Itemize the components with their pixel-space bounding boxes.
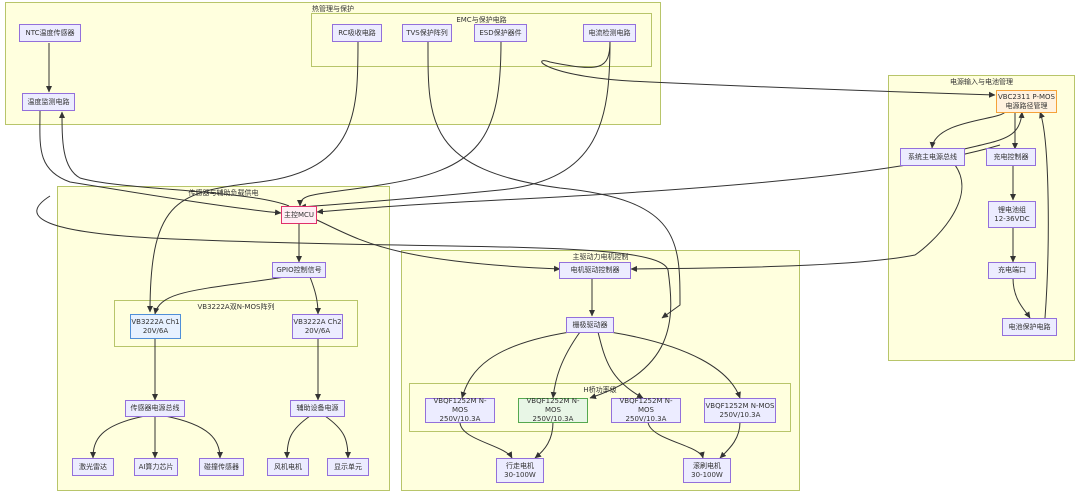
edge-misc-long — [36, 195, 672, 399]
edge-protect-pmos — [1039, 111, 1049, 319]
group-nmos-array-label: VB3222A双N-MOS阵列 — [197, 303, 275, 311]
edge-q3-roll — [647, 421, 705, 459]
edge-current-mcu — [299, 40, 611, 210]
vb3222a-ch1-node: VB3222A Ch1 20V/6A — [130, 314, 181, 339]
tvs-array-node: TVS保护阵列 — [402, 24, 452, 42]
edge-current-pmos — [541, 40, 996, 98]
esd-protect-node: ESD保护器件 — [474, 24, 527, 42]
roll-brush-motor-node: 滚刷电机 30-100W — [683, 458, 731, 483]
edge-gpio-ch2 — [309, 276, 321, 315]
main-mcu-node: 主控MCU — [281, 206, 317, 224]
rc-snubber-node: RC吸收电路 — [332, 24, 382, 42]
nmos-q2-node: VBQF1252M N-MOS 250V/10.3A — [518, 397, 588, 423]
edge-esd-mcu — [297, 40, 502, 207]
edge-gpio-ch1 — [153, 276, 286, 315]
group-sensor-aux-label: 传感器与辅助负载供电 — [188, 189, 259, 197]
motor-controller-node: 电机驱动控制器 — [559, 262, 631, 279]
edge-mcu-motorctrl — [316, 219, 561, 272]
battery-protect-node: 电池保护电路 — [1002, 318, 1057, 336]
system-bus-node: 系统主电源总线 — [900, 148, 965, 166]
aux-power-node: 辅助设备电源 — [290, 400, 345, 417]
edge-aux-display — [324, 415, 351, 459]
group-power-input: 电源输入与电池管理 — [888, 75, 1075, 361]
group-motor: 主驱动力电机控制 — [401, 250, 800, 491]
ntc-sensor-node: NTC温度传感器 — [19, 24, 81, 42]
edge-gate-q1 — [460, 331, 571, 399]
edge-gate-q3 — [597, 331, 644, 399]
vb3222a-ch2-node: VB3222A Ch2 20V/6A — [292, 314, 343, 339]
edge-q2-walk — [534, 421, 554, 459]
group-emc-label: EMC与保护电路 — [456, 16, 507, 24]
edge-pmos-sysbus — [929, 111, 1006, 149]
edge-port-protect — [1012, 277, 1031, 319]
collision-sensor-node: 碰撞传感器 — [199, 458, 244, 476]
group-h-bridge-label: H桥功率级 — [583, 386, 617, 394]
group-power-input-label: 电源输入与电池管理 — [950, 78, 1013, 86]
edge-tvs-nmos — [427, 40, 681, 319]
ai-chip-node: AI算力芯片 — [134, 458, 178, 476]
sensor-power-bus-node: 传感器电源总线 — [125, 400, 185, 417]
gate-driver-node: 栅极驱动器 — [566, 317, 614, 333]
group-motor-label: 主驱动力电机控制 — [572, 253, 629, 261]
battery-pack-node: 锂电池组 12-36VDC — [988, 201, 1036, 228]
edge-mcu-temp — [59, 111, 290, 207]
edge-sysbus-pmos — [959, 111, 1025, 151]
charge-controller-node: 充电控制器 — [986, 148, 1036, 166]
edge-sysbus-mcu — [316, 144, 1001, 215]
edge-aux-fan — [284, 415, 311, 459]
edge-gate-q2 — [550, 331, 581, 399]
pmos-power-path-node: VBC2311 P-MOS 电源路径管理 — [996, 90, 1057, 113]
nmos-q4-node: VBQF1252M N-MOS 250V/10.3A — [704, 398, 776, 423]
fan-motor-node: 风机电机 — [267, 458, 309, 476]
display-unit-node: 显示单元 — [327, 458, 369, 476]
current-sense-node: 电流检测电路 — [583, 24, 636, 42]
edge-bus-lidar — [90, 415, 146, 459]
edge-q1-walk — [459, 421, 513, 459]
nmos-q3-node: VBQF1252M N-MOS 250V/10.3A — [611, 397, 681, 423]
nmos-q1-node: VBQF1252M N-MOS 250V/10.3A — [425, 397, 495, 423]
charge-port-node: 充电端口 — [988, 262, 1036, 279]
edge-sysbus-motorctrl — [630, 164, 963, 272]
temp-monitor-node: 温度监测电路 — [22, 93, 75, 111]
group-thermal-label: 热管理与保护 — [312, 5, 354, 13]
edge-gate-q4 — [609, 331, 741, 399]
edge-temp-mcu — [39, 110, 282, 216]
lidar-node: 激光雷达 — [72, 458, 114, 476]
gpio-signal-node: GPIO控制信号 — [272, 262, 326, 278]
walk-motor-node: 行走电机 30-100W — [496, 458, 544, 483]
edge-bus-collision — [164, 415, 223, 459]
edge-rc-ch1 — [147, 40, 359, 313]
edge-q4-roll — [719, 421, 741, 459]
